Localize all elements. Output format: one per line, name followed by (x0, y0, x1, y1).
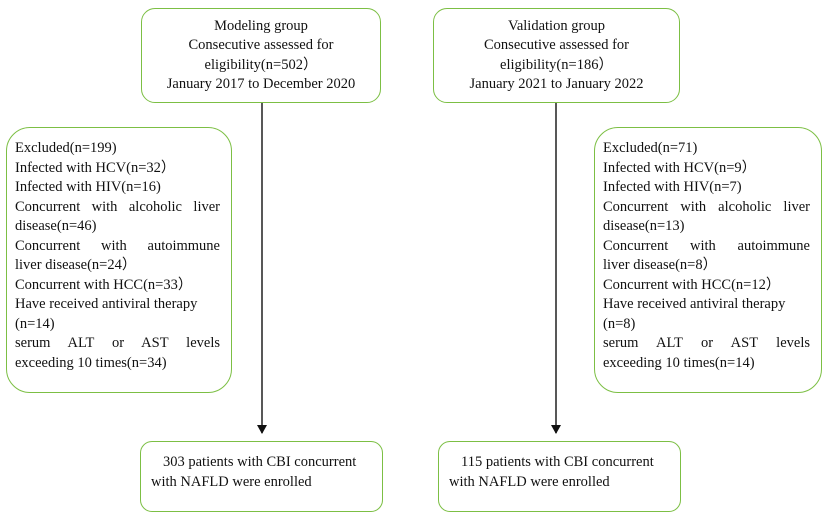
validation-excluded-line: Concurrent with HCC(n=12） (603, 276, 781, 293)
modeling-excluded-line: Concurrent with autoimmune (15, 237, 220, 254)
validation-excluded-line: Concurrent with alcoholic liver (603, 198, 810, 215)
modeling-excluded-line: disease(n=46) (15, 218, 97, 234)
validation-enrolled-line-1: 115 patients with CBI concurrent (461, 454, 654, 470)
validation-group-eligibility: eligibility(n=186） (500, 56, 613, 73)
validation-excluded-line: liver disease(n=8） (603, 257, 718, 273)
validation-excluded-line: serum ALT or AST levels (603, 335, 810, 351)
modeling-group-period: January 2017 to December 2020 (166, 76, 356, 92)
validation-excluded-box: Excluded(n=71) Infected with HCV(n=9） Infe… (594, 127, 822, 393)
modeling-excluded-line: (n=14) (15, 315, 55, 332)
modeling-excluded-line: liver disease(n=24） (15, 257, 137, 273)
validation-excluded-line: Concurrent with autoimmune (603, 237, 810, 254)
modeling-excluded-box: Excluded(n=199) Infected with HCV(n=32） In… (6, 127, 232, 393)
validation-group-box: Validation group Consecutive assessed fo… (433, 8, 680, 103)
validation-excluded-line: Infected with HCV(n=9） (603, 159, 757, 176)
validation-excluded-line: Infected with HIV(n=7) (603, 179, 742, 195)
modeling-group-eligibility: eligibility(n=502） (204, 56, 318, 73)
validation-excluded-line: (n=8) (603, 315, 636, 332)
modeling-enrolled-line-1: 303 patients with CBI concurrent (163, 454, 357, 470)
validation-enrolled-line-2: with NAFLD were enrolled (449, 473, 610, 490)
validation-excluded-line: disease(n=13) (603, 218, 685, 234)
modeling-enrolled-line-2: with NAFLD were enrolled (151, 473, 312, 490)
validation-group-assessed: Consecutive assessed for (484, 37, 629, 53)
modeling-excluded-line: Have received antiviral therapy (15, 296, 198, 312)
validation-excluded-line: Excluded(n=71) (603, 140, 698, 156)
modeling-excluded-line: Excluded(n=199) (15, 140, 117, 156)
validation-group-title: Validation group (507, 17, 606, 34)
validation-excluded-line: Have received antiviral therapy (603, 296, 786, 312)
modeling-enrolled-box: 303 patients with CBI concurrent with NA… (140, 441, 383, 512)
modeling-excluded-line: Infected with HIV(n=16) (15, 179, 161, 195)
validation-group-period: January 2021 to January 2022 (469, 76, 644, 92)
modeling-group-assessed: Consecutive assessed for (188, 37, 334, 53)
modeling-excluded-line: exceeding 10 times(n=34) (15, 354, 167, 371)
validation-enrolled-box: 115 patients with CBI concurrent with NA… (438, 441, 681, 512)
modeling-excluded-line: serum ALT or AST levels (15, 335, 220, 351)
modeling-group-box: Modeling group Consecutive assessed for … (141, 8, 381, 103)
modeling-excluded-line: Concurrent with HCC(n=33） (15, 276, 193, 293)
modeling-excluded-line: Concurrent with alcoholic liver (15, 198, 220, 215)
validation-excluded-line: exceeding 10 times(n=14) (603, 354, 755, 371)
modeling-excluded-line: Infected with HCV(n=32） (15, 159, 176, 176)
modeling-group-title: Modeling group (214, 17, 308, 34)
